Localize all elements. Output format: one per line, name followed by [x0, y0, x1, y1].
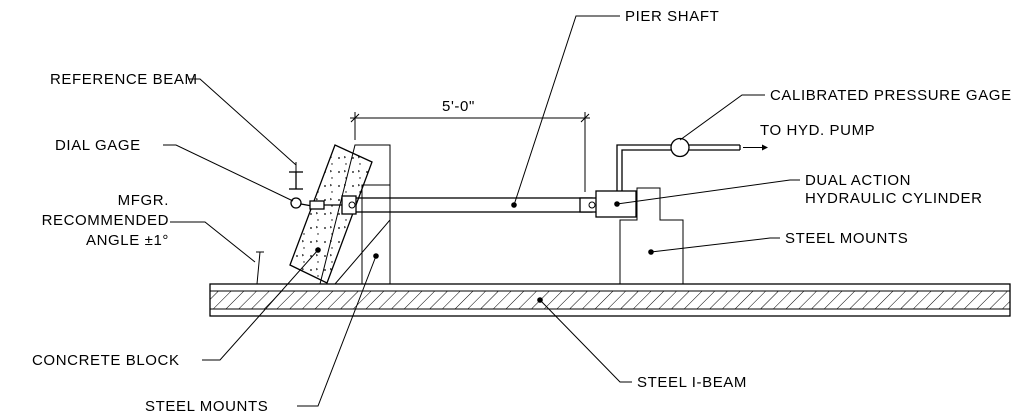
steel-mounts-bottom-label: STEEL MOUNTS: [145, 398, 268, 415]
steel-i-beam: [209, 283, 1011, 317]
dial-gage-label: DIAL GAGE: [55, 137, 141, 154]
to-pump-label: TO HYD. PUMP: [760, 122, 875, 139]
mfgr-label-3: ANGLE ±1°: [86, 232, 169, 249]
dual-action-label-2: HYDRAULIC CYLINDER: [805, 190, 983, 207]
concrete-block: [289, 144, 373, 284]
dimension-label: 5'-0": [442, 98, 475, 115]
angle-indicator: [253, 251, 264, 285]
calibrated-gage-label: CALIBRATED PRESSURE GAGE: [770, 87, 1012, 104]
mfgr-label-1: MFGR.: [118, 192, 169, 209]
mfgr-label-2: RECOMMENDED: [42, 212, 169, 229]
reference-beam: [289, 162, 303, 190]
pressure-gage-icon: [670, 137, 690, 158]
leader-lines: [163, 15, 800, 407]
reference-beam-label: REFERENCE BEAM: [50, 71, 198, 88]
pressure-line: [616, 137, 768, 191]
steel-mounts-right-label: STEEL MOUNTS: [785, 230, 908, 247]
pier-shaft-label: PIER SHAFT: [625, 8, 719, 25]
steel-ibeam-label: STEEL I-BEAM: [637, 374, 747, 391]
dial-gage: [290, 197, 342, 210]
dual-action-label-1: DUAL ACTION: [805, 172, 911, 189]
hydraulic-cylinder: [588, 190, 637, 218]
concrete-block-label: CONCRETE BLOCK: [32, 352, 180, 369]
steel-mount-left: [361, 184, 391, 285]
pier-shaft: [341, 195, 599, 215]
dimension-line: [350, 112, 590, 192]
